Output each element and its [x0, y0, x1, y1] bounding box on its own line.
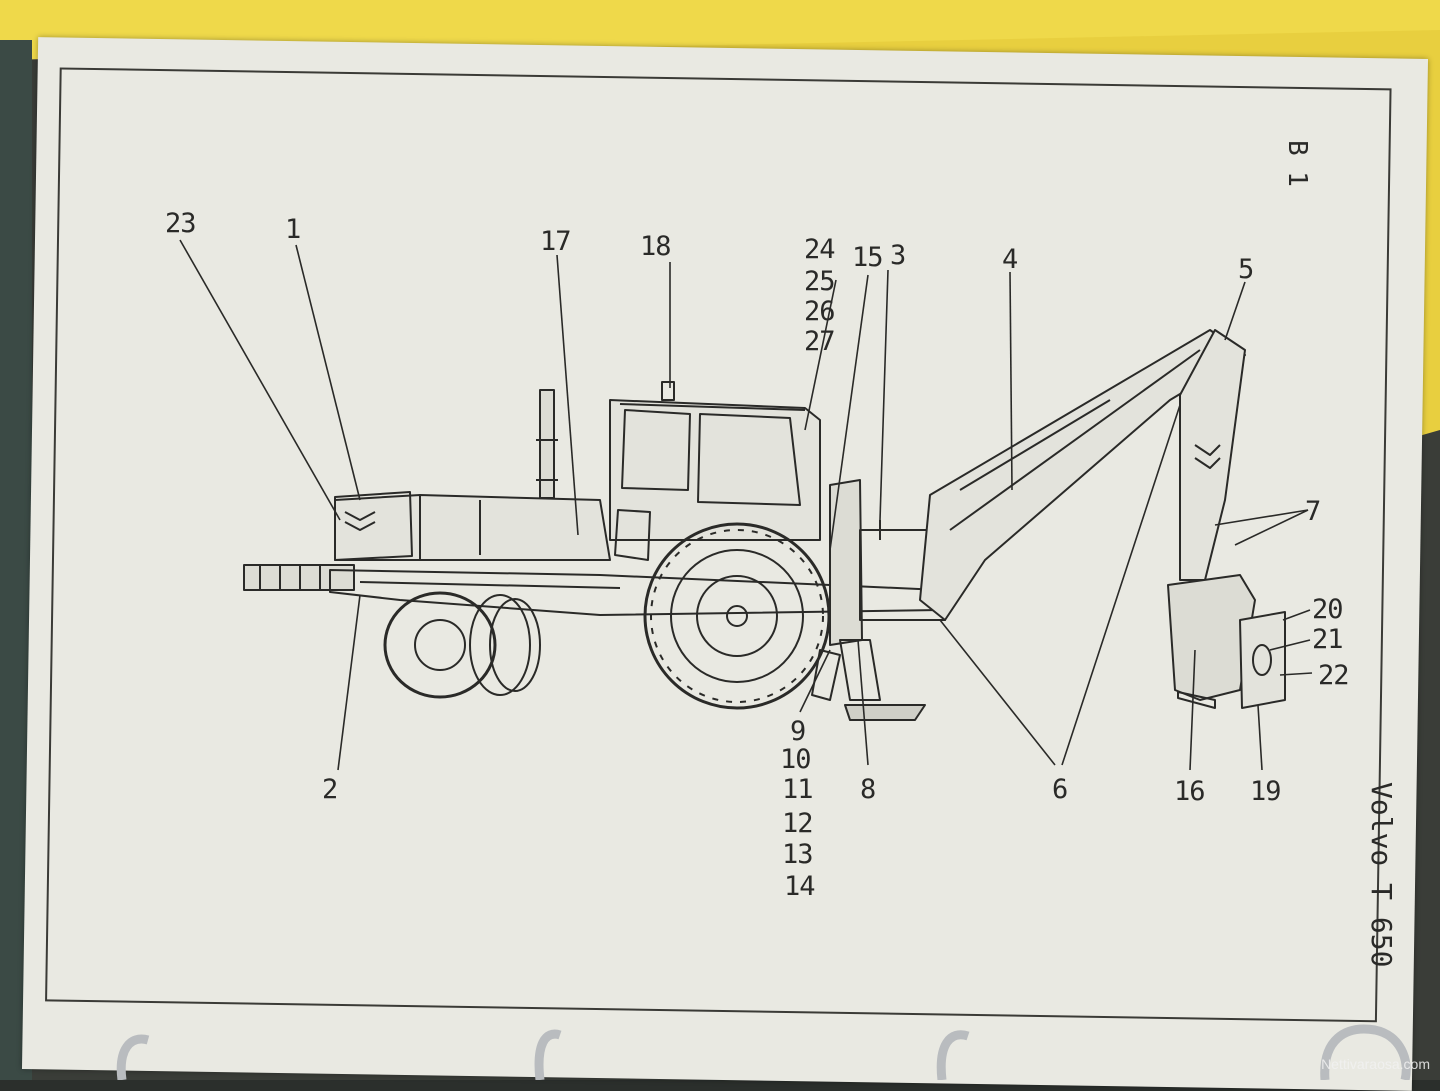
- callout-2: 2: [322, 774, 337, 805]
- callout-7: 7: [1305, 496, 1320, 527]
- bucket: [1167, 574, 1256, 701]
- callout-16: 16: [1174, 776, 1205, 807]
- engine-hood: [334, 494, 611, 561]
- callout-25: 25: [804, 266, 835, 297]
- callout-24: 24: [804, 234, 835, 265]
- model-label: Volvo T 650: [1365, 782, 1398, 968]
- callout-12: 12: [782, 808, 813, 839]
- sheet-code: B 1: [1282, 140, 1312, 187]
- callout-13: 13: [782, 839, 813, 870]
- callout-4: 4: [1002, 244, 1017, 275]
- bucket-plate: [1239, 611, 1286, 709]
- rear-wheel: [643, 522, 831, 710]
- callout-3: 3: [890, 240, 905, 271]
- callout-8: 8: [860, 774, 875, 805]
- callout-9: 9: [790, 716, 805, 747]
- exhaust-pipe: [539, 389, 555, 499]
- callout-1: 1: [285, 214, 300, 245]
- callout-27: 27: [804, 326, 835, 357]
- watermark: Nettivaraosa.com: [1321, 1056, 1430, 1072]
- callout-22: 22: [1318, 660, 1349, 691]
- dipper-arm: [1179, 329, 1246, 581]
- cab: [609, 381, 821, 561]
- front-weight-rack: [243, 564, 355, 591]
- callout-5: 5: [1238, 254, 1253, 285]
- callout-21: 21: [1312, 624, 1343, 655]
- callout-18: 18: [640, 231, 671, 262]
- callout-26: 26: [804, 296, 835, 327]
- callout-19: 19: [1250, 776, 1281, 807]
- callout-10: 10: [780, 744, 811, 775]
- leader-lines: [179, 239, 1313, 771]
- front-wheel: [383, 591, 541, 699]
- callout-23: 23: [165, 208, 196, 239]
- stabilizer-assembly: [811, 479, 926, 721]
- callout-6: 6: [1052, 774, 1067, 805]
- callout-17: 17: [540, 226, 571, 257]
- callout-11: 11: [782, 774, 813, 805]
- callout-15: 15: [852, 242, 883, 273]
- callout-14: 14: [784, 871, 815, 902]
- radiator-grille: [334, 491, 413, 561]
- callout-20: 20: [1312, 594, 1343, 625]
